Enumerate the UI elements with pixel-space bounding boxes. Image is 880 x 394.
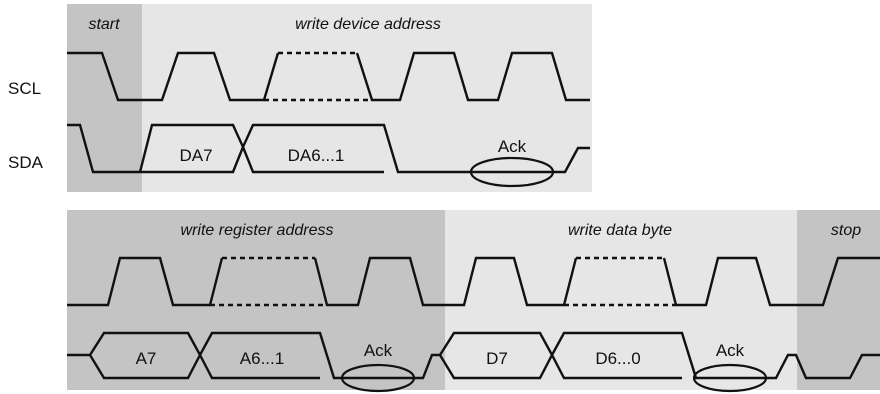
bottom-ack-ellipse-register (340, 363, 416, 393)
bottom-ack-label-register: Ack (364, 341, 393, 360)
write-device-address-header: write device address (295, 16, 441, 33)
sda-label: SDA (8, 153, 44, 172)
write-device-address-phase-band (142, 4, 592, 192)
top-sda-field-da6-1: DA6...1 (288, 146, 345, 165)
top-ack-label: Ack (498, 137, 527, 156)
bottom-sda-field-a7: A7 (136, 349, 157, 368)
bottom-sda-field-a6-1: A6...1 (240, 349, 284, 368)
stop-header: stop (831, 222, 861, 239)
bottom-sda-field-d7: D7 (486, 349, 508, 368)
bottom-sda-waveform (67, 331, 880, 380)
bottom-ack-label-data: Ack (716, 341, 745, 360)
start-header: start (88, 16, 120, 33)
top-scl-waveform (67, 51, 590, 102)
write-data-byte-header: write data byte (568, 222, 672, 239)
write-register-address-phase-band (67, 210, 445, 390)
bottom-ack-ellipse-data (692, 363, 768, 393)
top-ack-ellipse (469, 156, 555, 188)
scl-label: SCL (8, 79, 41, 98)
top-sda-field-da7: DA7 (179, 146, 212, 165)
stop-phase-band (797, 210, 880, 390)
write-register-address-header: write register address (181, 222, 334, 239)
bottom-sda-field-d6-0: D6...0 (595, 349, 640, 368)
write-data-byte-phase-band (445, 210, 797, 390)
start-phase-band (67, 4, 142, 192)
bottom-scl-dashed-clocks (210, 256, 676, 307)
top-sda-waveform (67, 123, 590, 174)
top-scl-dashed-clocks (264, 51, 372, 102)
